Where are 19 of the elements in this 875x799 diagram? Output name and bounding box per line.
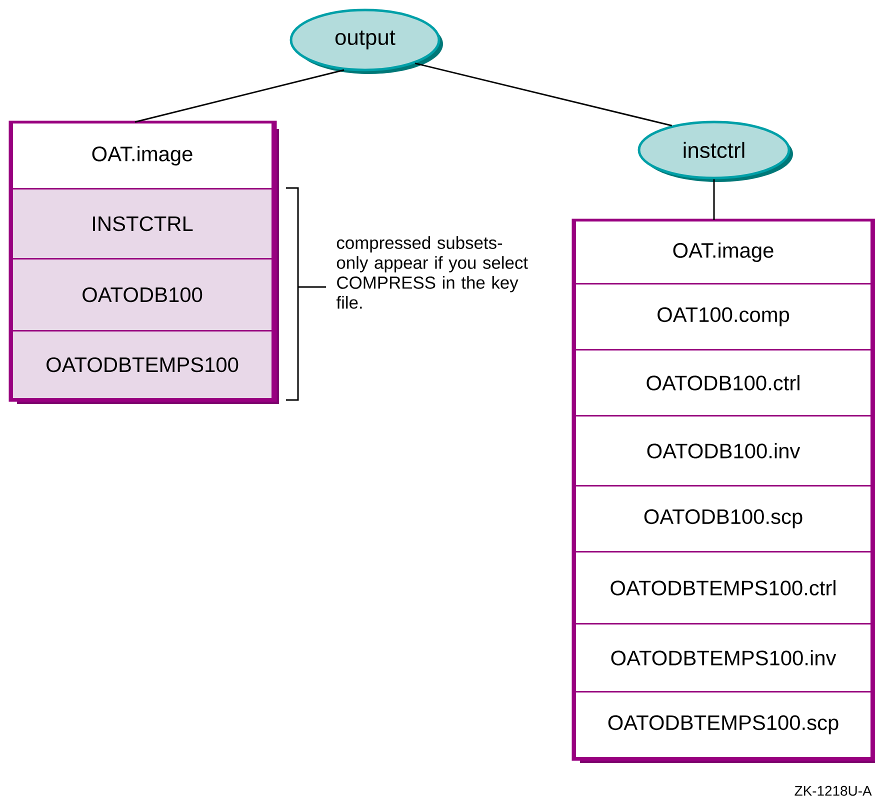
file-cell: OATODB100.scp bbox=[574, 484, 872, 552]
connector-line bbox=[134, 69, 344, 123]
file-cell: OATODBTEMPS100.ctrl bbox=[574, 550, 872, 624]
file-cell: OATODB100 bbox=[12, 258, 273, 332]
file-cell: OAT.image bbox=[574, 220, 872, 284]
figure-code: ZK-1218U-A bbox=[794, 786, 872, 796]
ellipse-node: output bbox=[290, 8, 443, 74]
file-cell: INSTCTRL bbox=[12, 188, 273, 260]
file-cell: OAT.image bbox=[12, 122, 273, 190]
ellipse-node: instctrl bbox=[638, 120, 793, 182]
file-cell: OAT100.comp bbox=[574, 282, 872, 350]
file-cell: OATODB100.inv bbox=[574, 414, 872, 486]
file-cell: OATODBTEMPS100.inv bbox=[574, 622, 872, 692]
file-cell: OATODBTEMPS100.scp bbox=[574, 690, 872, 758]
connector-line bbox=[713, 179, 715, 220]
file-cell: OATODBTEMPS100 bbox=[12, 330, 273, 400]
file-cell: OATODB100.ctrl bbox=[574, 348, 872, 416]
connector-line bbox=[414, 62, 672, 126]
note-text: compressed subsets- only appear if you select COMPRESS in the key file. bbox=[336, 236, 528, 309]
